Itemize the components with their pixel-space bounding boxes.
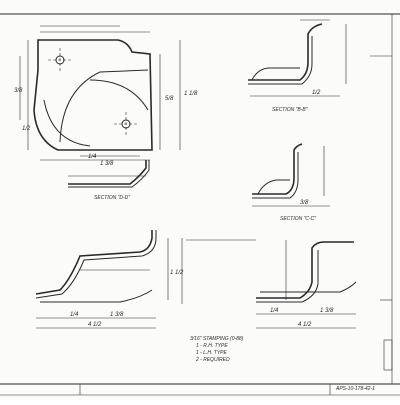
dim-d-label: 3/8 [14,88,23,94]
section-cc-profile [252,143,303,195]
section-bb: SECTION "B-B" 1/2 [248,19,347,113]
svg-text:1 1/2: 1 1/2 [170,270,184,276]
section-cc: SECTION "C-C" 3/8 [252,143,330,222]
drawing-number: APS-10-178-42-1 [335,386,375,392]
section-dd: SECTION "D-D" [68,160,150,201]
plan-outer-curve [89,79,149,111]
svg-text:1 3/8: 1 3/8 [320,308,334,314]
plan-inner-curve [43,99,91,147]
plan-flange-curve [59,69,149,143]
svg-text:1/2: 1/2 [312,90,321,96]
note-line-4: 2 - REQUIRED [195,357,230,363]
dim-e-label: 1/2 [22,126,31,132]
plan-outline [33,39,153,151]
svg-text:4 1/2: 4 1/2 [88,322,102,328]
dim-b-label: 1 3/8 [100,161,114,167]
right-elevation-profile [256,241,354,299]
dim-a-label: 1/4 [88,154,97,160]
svg-text:3/8: 3/8 [300,200,309,206]
note-line-1: 3/16" STAMPING (0-88) [190,336,244,342]
plan-view: 1/4 1 3/8 3/8 1/2 5/8 1 1/8 [14,25,198,167]
svg-text:1/4: 1/4 [70,312,79,318]
dim-h-label: 1 1/8 [184,91,198,97]
svg-text:4 1/2: 4 1/2 [298,322,312,328]
note-line-2: 1 - R.H. TYPE [196,343,228,349]
section-dd-label: SECTION "D-D" [94,195,130,201]
section-bb-profile [248,23,323,81]
right-elevation: 1/4 1 3/8 4 1/2 [186,239,357,329]
svg-text:1 3/8: 1 3/8 [110,312,124,318]
elevation-view: 1/4 1 3/8 4 1/2 1 1/2 [35,230,184,329]
elevation-profile [35,230,153,295]
dim-g-label: 5/8 [165,96,174,102]
section-cc-label: SECTION "C-C" [280,216,316,222]
note-line-3: 1 - L.H. TYPE [196,350,228,356]
svg-text:1/4: 1/4 [270,308,279,314]
material-note: 3/16" STAMPING (0-88) 1 - R.H. TYPE 1 - … [190,336,244,363]
section-bb-label: SECTION "B-B" [272,107,308,113]
right-edge-details [370,55,393,371]
